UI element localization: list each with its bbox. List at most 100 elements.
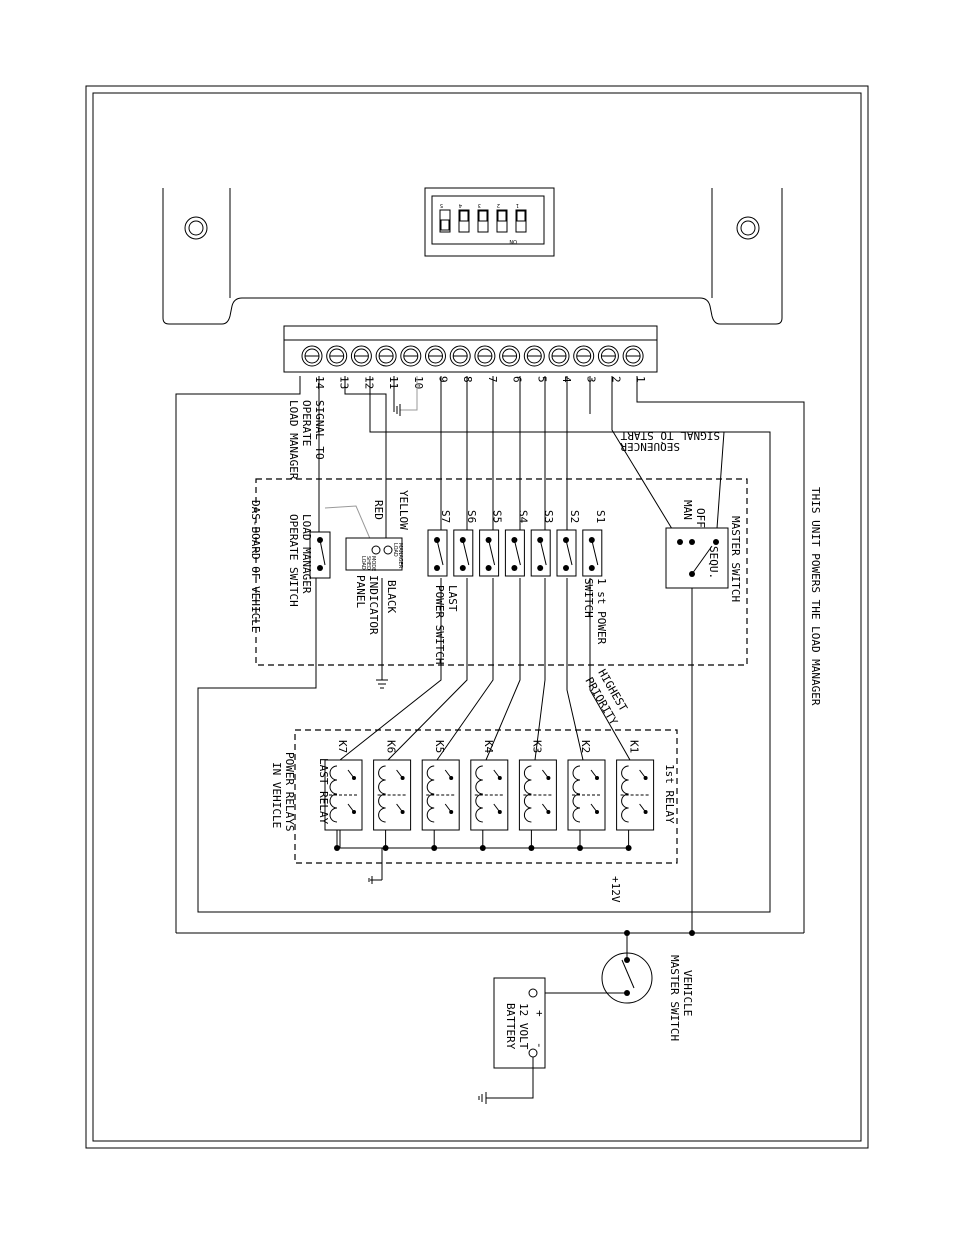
label-plus: +: [533, 1010, 546, 1017]
label-plus12v: +12V: [609, 876, 622, 903]
dip-number: 3: [478, 202, 481, 208]
indicator-panel: LOAD MANAGER LOAD SHED MODE: [345, 537, 403, 571]
dip-number: 5: [440, 202, 443, 208]
label-indicator-2: PANEL: [354, 575, 367, 608]
terminal-13: [326, 345, 348, 367]
svg-text:MODE: MODE: [370, 556, 376, 571]
power-switch-s2: S2: [556, 510, 581, 577]
terminal-3: [573, 345, 595, 367]
relay-k6: K6: [373, 740, 412, 851]
terminal-4: [548, 345, 570, 367]
label-red: RED: [372, 500, 385, 520]
dip-switch: 5 4 3 2 1 ON: [424, 187, 555, 257]
relay-label: K6: [385, 740, 398, 753]
switch-label: S1: [594, 510, 607, 523]
terminal-number: 5: [535, 376, 548, 383]
label-first-relay: 1st RELAY: [663, 764, 676, 824]
label-last-relay: LAST RELAY: [317, 758, 330, 825]
switch-label: S3: [542, 510, 555, 523]
terminal-2: [597, 345, 619, 367]
dip-switch-1: 1: [515, 202, 527, 233]
switch-label: S4: [516, 510, 529, 524]
label-dashboard: DAS-BOARD OF VEHICLE: [249, 500, 262, 632]
relay-k3: K3: [518, 740, 557, 851]
relay-label: K3: [530, 740, 543, 753]
dip-switch-5: 5: [439, 202, 451, 233]
terminal-10: [400, 345, 422, 367]
terminal-9: [425, 345, 446, 367]
switch-label: S2: [568, 510, 581, 523]
terminal-number: 2: [609, 376, 622, 383]
label-start-1: SIGNAL TO START: [620, 429, 720, 442]
relay-k2: K2: [567, 740, 606, 851]
label-vehicle-1: VEHICLE: [681, 970, 694, 1016]
relay-k5: K5: [421, 740, 460, 851]
power-switch-s3: S3: [530, 510, 555, 577]
vehicle-master-switch: [533, 930, 695, 1004]
relay-region: [294, 729, 678, 864]
label-unit-powers: THIS UNIT POWERS THE LOAD MANAGER: [809, 487, 822, 706]
dip-switch-3: 3: [477, 202, 489, 233]
svg-text:LOAD: LOAD: [392, 543, 398, 557]
terminal-number: 13: [338, 376, 351, 389]
label-first-1: 1 st POWER: [595, 578, 608, 645]
dip-number: 2: [497, 202, 500, 208]
dip-on-label: ON: [509, 238, 517, 244]
relay-label: K4: [482, 740, 495, 754]
relay-label: K1: [628, 740, 641, 753]
label-signal-1: SIGNAL TO: [313, 400, 326, 460]
terminal-number: 3: [585, 376, 598, 383]
svg-text:SHED: SHED: [365, 556, 371, 570]
power-switch-s4: S4: [504, 510, 529, 577]
terminal-number: 9: [437, 376, 450, 383]
load-manager-operate-switch: [309, 531, 331, 579]
label-master-switch: MASTER SWITCH: [729, 516, 742, 602]
dip-switch-4: 4: [458, 202, 470, 233]
power-switches: S7 S6 S5 S4 S3 S2 S1: [427, 510, 607, 577]
label-battery-1: 12 VOLT: [517, 1003, 530, 1050]
terminal-number: 1: [634, 376, 647, 383]
mounting-hole-right: [736, 216, 760, 240]
switch-label: S7: [439, 510, 452, 523]
power-switch-s5: S5: [479, 510, 504, 577]
dip-number: 4: [459, 202, 462, 208]
labels: SIGNAL TO OPERATE LOAD MANAGER SIGNAL TO…: [249, 400, 822, 1050]
dip-number: 1: [516, 202, 519, 208]
terminal-6: [499, 345, 521, 367]
wires: [175, 376, 805, 934]
svg-text:LOAD: LOAD: [360, 556, 366, 570]
label-relays-2: IN VEHICLE: [270, 762, 283, 828]
svg-text:MANAGER: MANAGER: [397, 543, 403, 569]
switch-label: S5: [491, 510, 504, 523]
dip-switch-2: 2: [496, 202, 508, 233]
switch-to-relay-wires: [339, 578, 631, 761]
label-relays-1: POWER RELAYS: [283, 752, 296, 831]
relay-bus: [336, 830, 628, 884]
label-start-2: SEQUENCER: [620, 440, 680, 453]
label-lm-switch-1: LOAD MANAGER: [300, 514, 313, 594]
label-indicator-1: INDICATOR: [367, 575, 380, 635]
terminal-8: [449, 345, 471, 367]
outer-frame: [85, 85, 869, 1149]
terminal-number: 7: [486, 376, 499, 383]
power-switch-s7: S7: [427, 510, 452, 577]
master-switch: [665, 527, 729, 589]
relay-label: K5: [433, 740, 446, 753]
terminal-1: [622, 345, 644, 367]
switch-label: S6: [465, 510, 478, 523]
label-man: MAN: [681, 500, 694, 520]
label-first-2: SWITCH: [582, 578, 595, 618]
relay-k1: K1: [616, 740, 655, 851]
battery-12v: [478, 977, 546, 1104]
label-last-2: POWER SWITCH: [433, 585, 446, 664]
relay-label: K2: [579, 740, 592, 753]
label-sequ: SEQU.: [707, 546, 720, 579]
terminal-5: [523, 345, 545, 367]
terminal-number: 8: [461, 376, 474, 383]
terminal-number: 10: [412, 376, 425, 389]
relay-k4: K4: [470, 740, 509, 851]
inner-frame: [92, 92, 862, 1142]
